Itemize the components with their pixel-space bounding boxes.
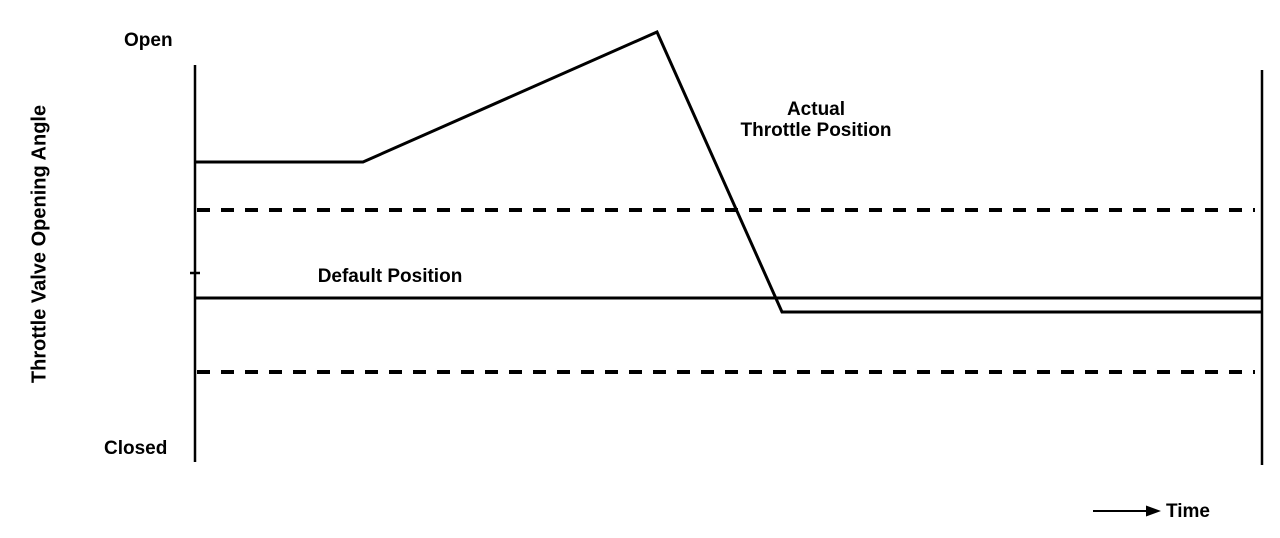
time-arrow-head-icon: [1146, 505, 1161, 517]
actual-label-line1: Actual: [786, 99, 846, 120]
actual-label-line2: Throttle Position: [740, 120, 892, 141]
y-axis-open-label: Open: [124, 30, 173, 51]
y-axis-closed-label: Closed: [104, 438, 168, 459]
y-axis-title: Throttle Valve Opening Angle: [28, 104, 51, 384]
default-position-label: Default Position: [317, 266, 463, 287]
x-axis-time-label: Time: [1166, 501, 1211, 522]
actual-throttle-position-label: Actual Throttle Position: [741, 99, 892, 141]
actual-throttle-position-line: [196, 30, 1262, 314]
